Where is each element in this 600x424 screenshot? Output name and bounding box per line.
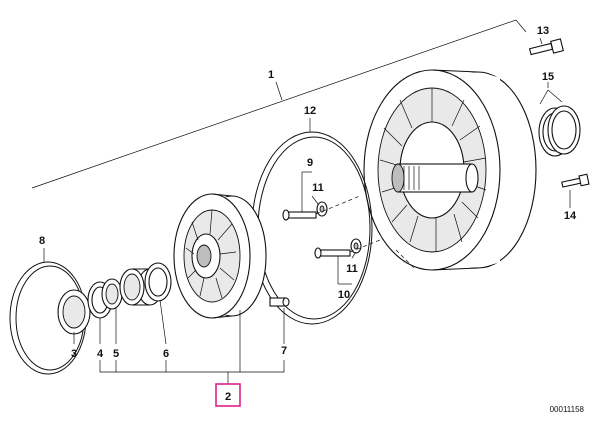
dowel-pin-7 xyxy=(269,297,290,307)
callout-labels: 1 13 15 12 9 11 14 8 11 10 3 4 5 6 7 xyxy=(39,25,577,360)
pump-housing xyxy=(363,69,537,271)
callout-1: 1 xyxy=(268,69,274,81)
callout-13: 13 xyxy=(537,25,549,37)
callout-6: 6 xyxy=(163,348,169,360)
callout-3: 3 xyxy=(71,348,77,360)
diagram-reference-number: 00011158 xyxy=(550,405,585,414)
callout-12: 12 xyxy=(304,105,316,117)
callout-11-lower: 11 xyxy=(346,263,358,275)
callout-5: 5 xyxy=(113,348,119,360)
callout-4: 4 xyxy=(97,348,104,360)
callout-10: 10 xyxy=(338,289,350,301)
callout-8: 8 xyxy=(39,235,45,247)
bolt-10 xyxy=(314,247,351,259)
callout-9: 9 xyxy=(307,157,313,169)
seal-3 xyxy=(57,289,91,335)
bearing-6 xyxy=(119,262,172,306)
seal-rings-15 xyxy=(538,105,581,157)
bolt-9 xyxy=(282,209,317,221)
callout-2-highlight[interactable]: 2 xyxy=(215,383,241,407)
bolt-14 xyxy=(561,173,590,188)
callout-15: 15 xyxy=(542,71,554,83)
leader-lines xyxy=(31,19,571,384)
callout-14: 14 xyxy=(564,210,577,222)
callout-2: 2 xyxy=(225,391,231,403)
washer-11-upper xyxy=(316,201,328,217)
pump-cover-2 xyxy=(173,193,267,319)
callout-7: 7 xyxy=(281,345,287,357)
washer-11-lower xyxy=(350,238,362,254)
bolt-13 xyxy=(528,38,564,56)
callout-11-upper: 11 xyxy=(312,182,324,194)
seal-5 xyxy=(101,278,123,310)
